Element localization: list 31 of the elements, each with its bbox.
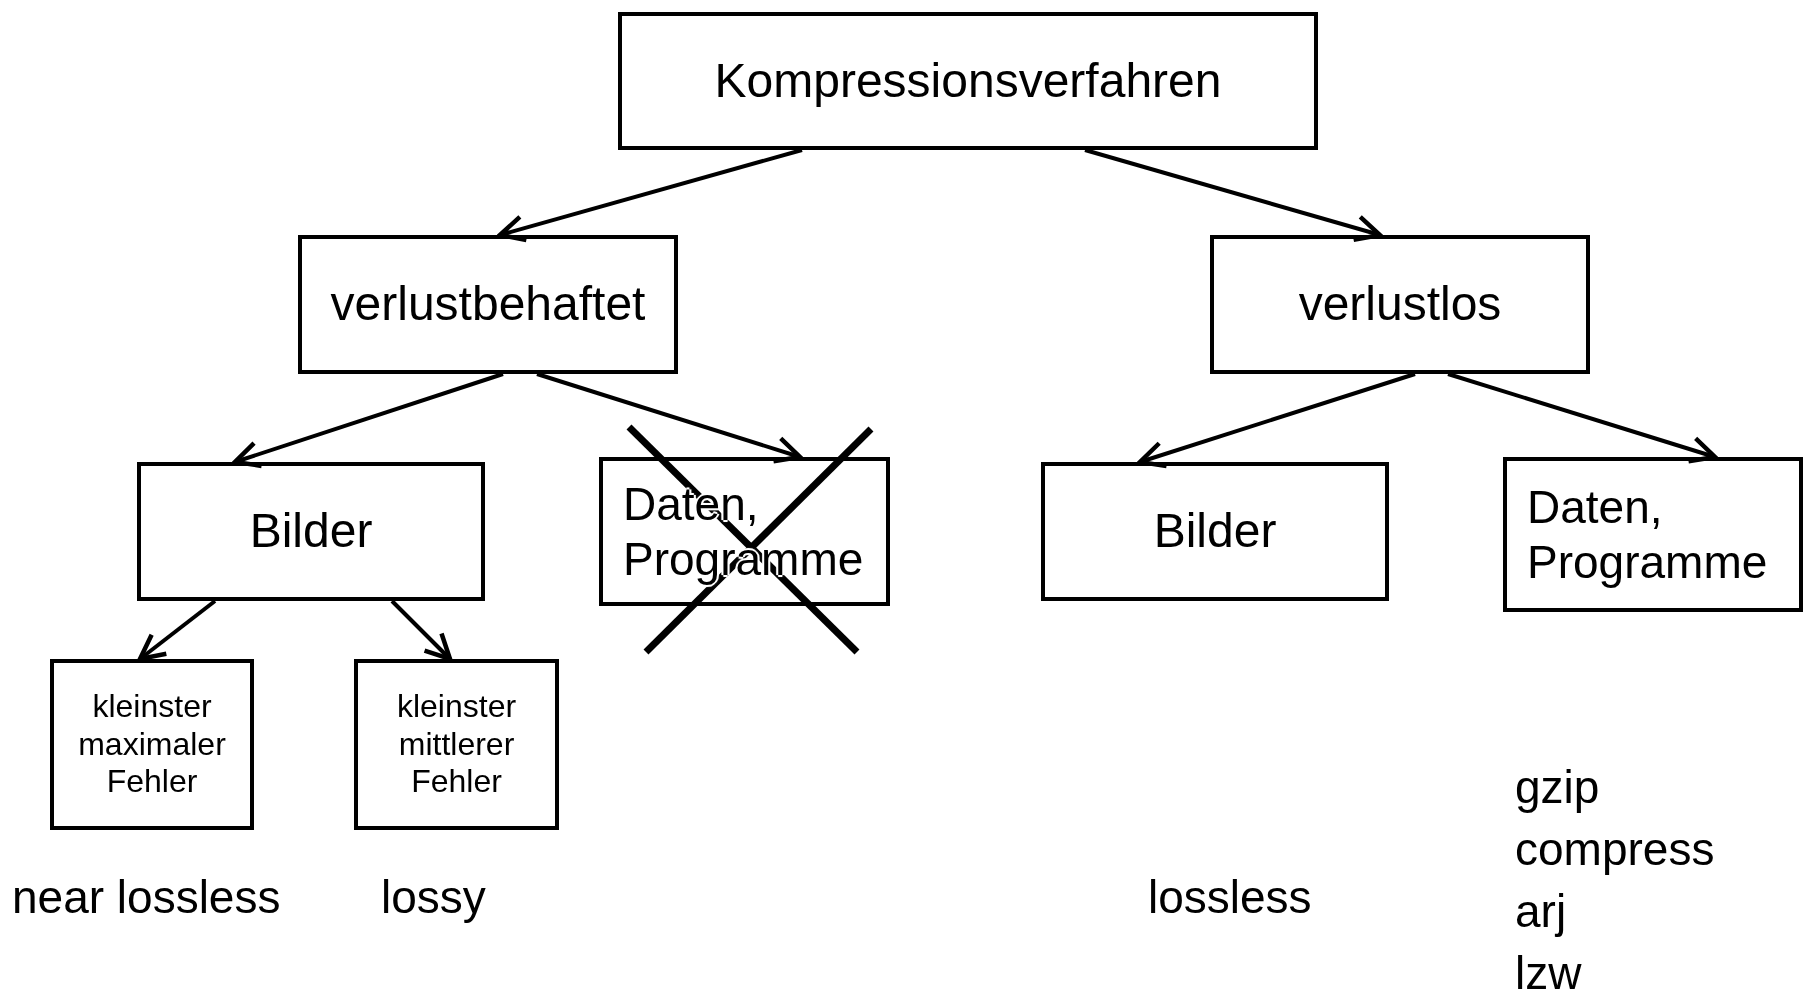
box-label: kleinster maximaler Fehler [77, 687, 227, 802]
process-box [618, 12, 1318, 150]
box-label: Bilder [249, 503, 373, 560]
box-label: verlustbehaftet [330, 276, 646, 333]
process-box [298, 235, 678, 374]
box-label: verlustlos [1298, 276, 1502, 333]
arrow [232, 372, 504, 469]
arrow [1137, 372, 1416, 469]
box-label: Kompressionsverfahren [714, 52, 1222, 109]
arrow [1447, 372, 1718, 464]
arrow [536, 372, 803, 464]
arrow [1084, 148, 1383, 243]
arrow [137, 599, 217, 662]
process-box [1210, 235, 1590, 374]
note-text: near lossless [12, 870, 281, 924]
process-box [137, 462, 485, 601]
box-label: kleinster mittlerer Fehler [395, 687, 518, 802]
arrow [390, 599, 453, 662]
note-text: gzip [1515, 760, 1600, 814]
note-text: lossy [381, 870, 486, 924]
note-text: lossless [1148, 870, 1312, 924]
process-box [354, 659, 559, 830]
box-label: Bilder [1153, 503, 1277, 560]
process-box [50, 659, 254, 830]
note-text: arj [1515, 884, 1567, 938]
process-box [1041, 462, 1389, 601]
arrow [497, 148, 803, 243]
note-text: lzw [1515, 946, 1582, 1000]
box-label: Daten, Programme [1527, 480, 1769, 589]
note-text: compress [1515, 822, 1715, 876]
process-box [1503, 457, 1803, 612]
